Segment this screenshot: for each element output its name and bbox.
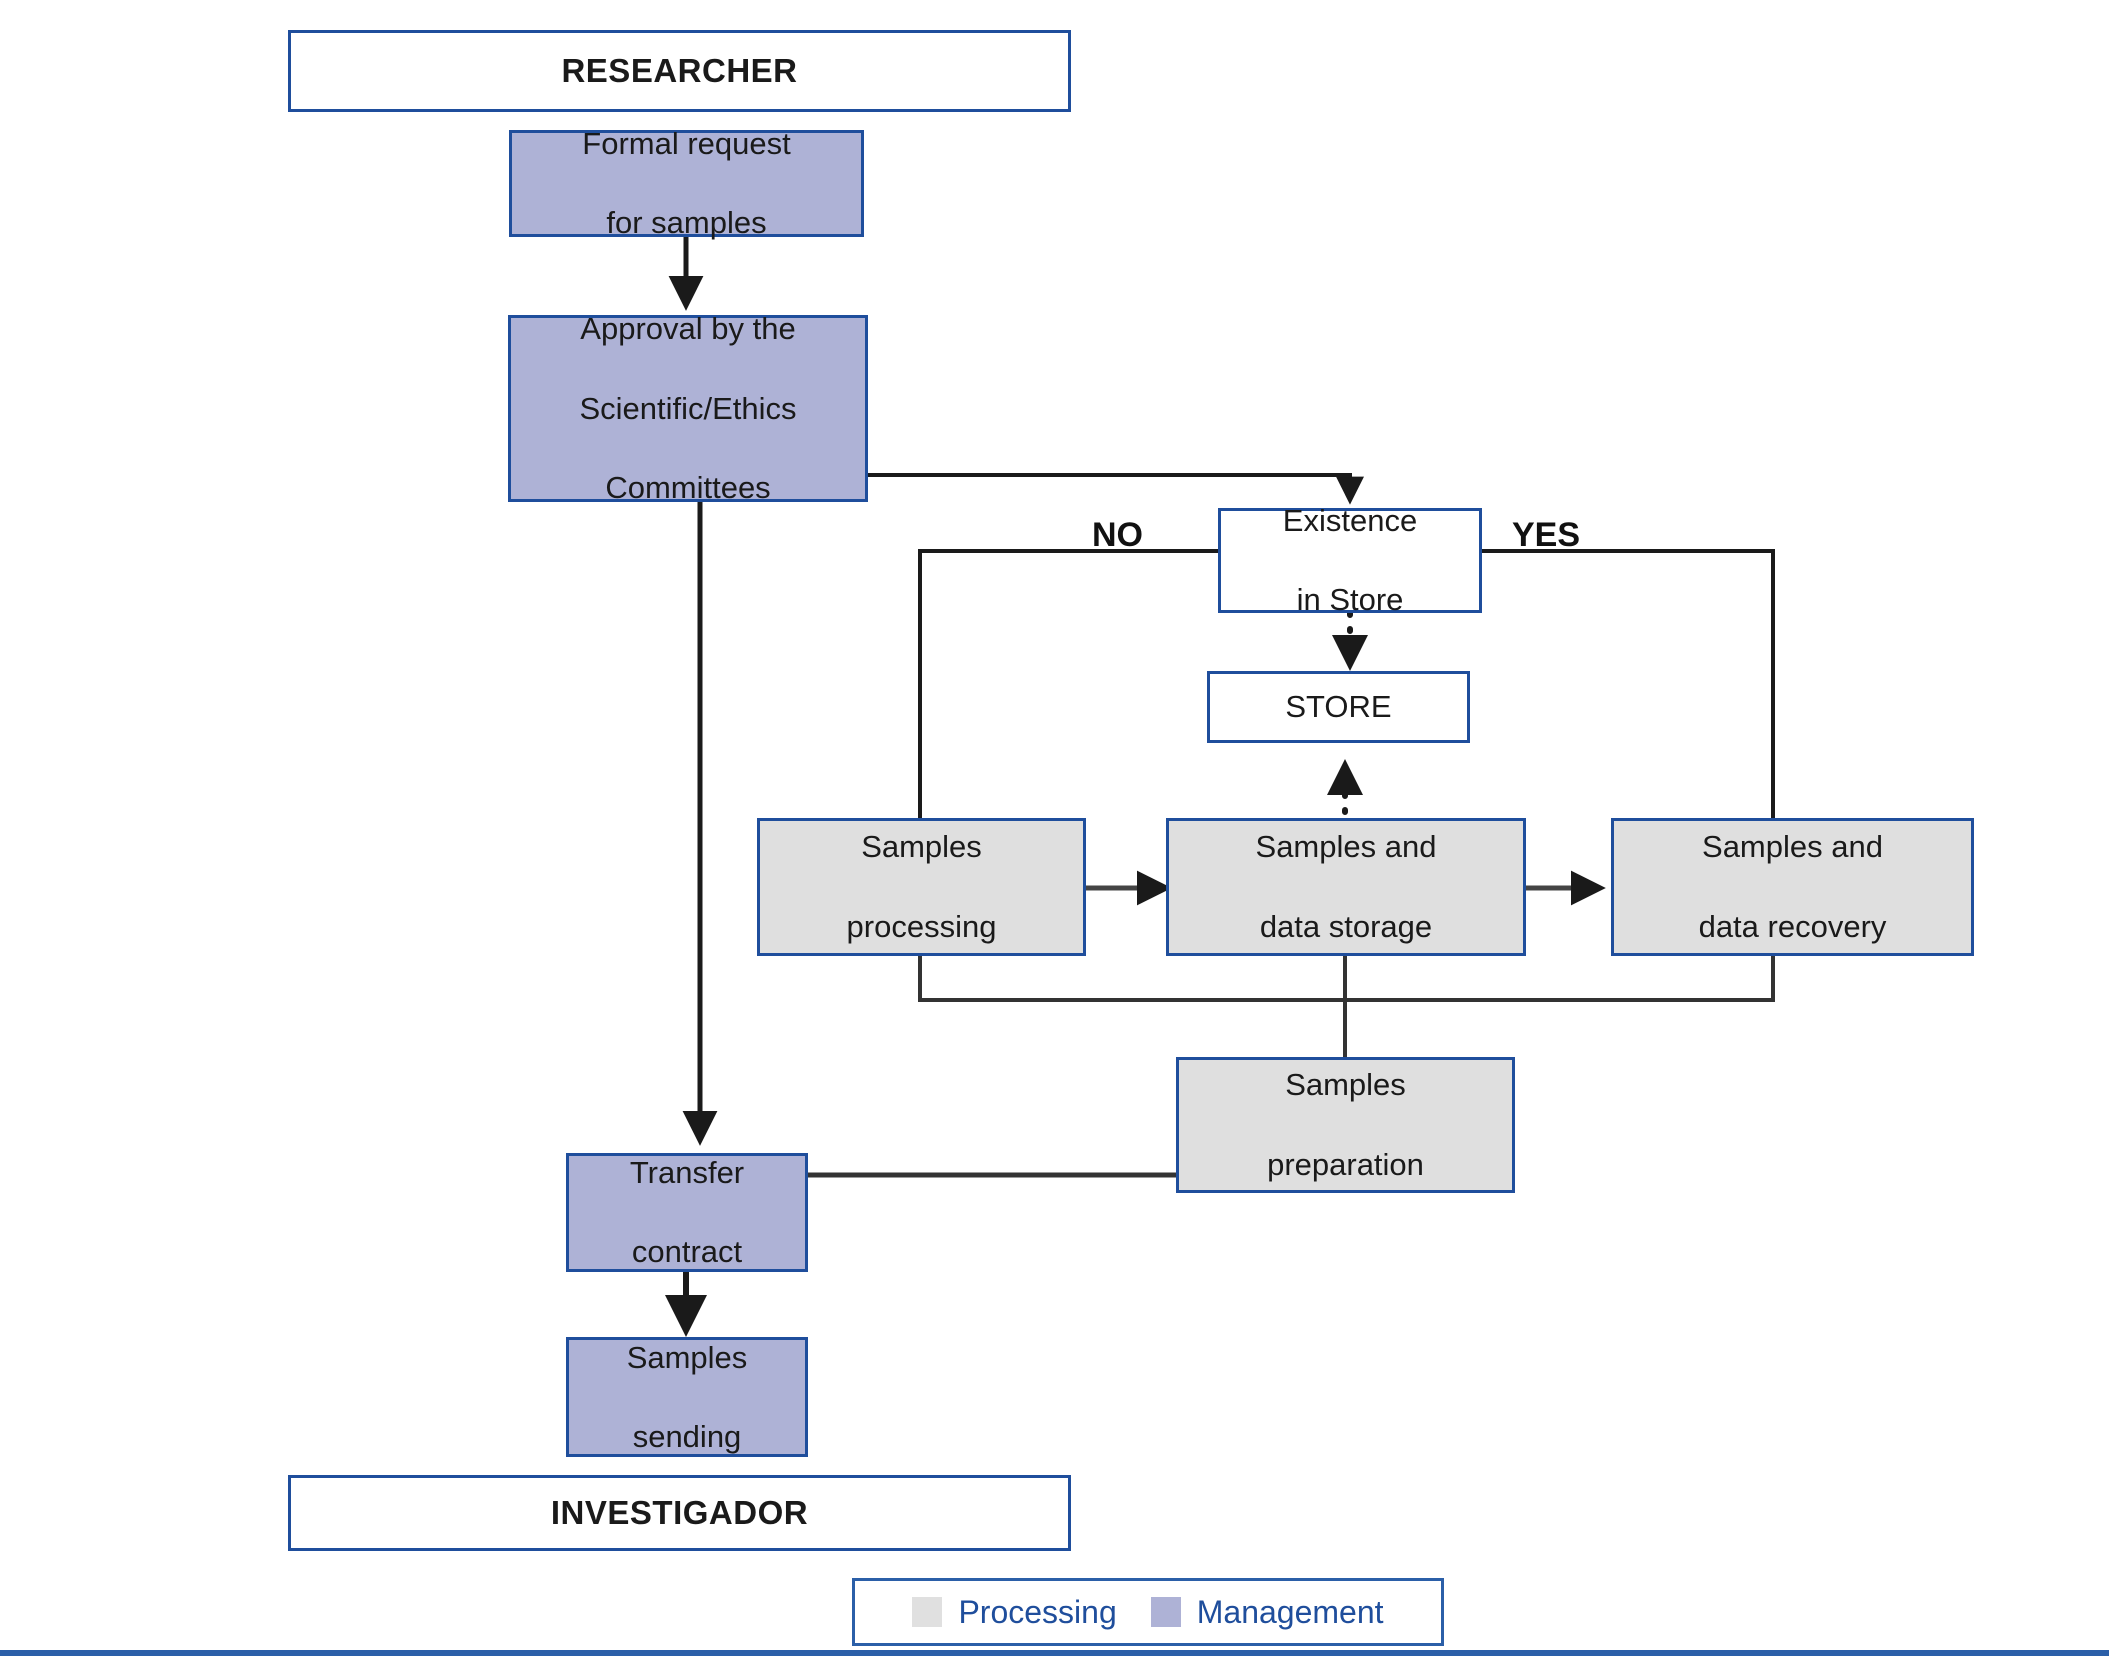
- samples-preparation-line-1: Samples: [1285, 1067, 1406, 1103]
- node-existence-in-store[interactable]: Existence in Store: [1218, 503, 1482, 617]
- edge-label-yes: YES: [1512, 516, 1580, 555]
- node-formal-request[interactable]: Formal request for samples: [509, 126, 864, 240]
- bottom-divider: [0, 1650, 2109, 1656]
- edge-label-yes-text: YES: [1512, 516, 1581, 554]
- actor-investigador-label: INVESTIGADOR: [550, 1493, 809, 1531]
- node-samples-sending[interactable]: Samples sending: [566, 1337, 808, 1457]
- approval-line-3: Committees: [605, 470, 771, 506]
- node-samples-and-data-recovery[interactable]: Samples and data recovery: [1611, 818, 1974, 956]
- samples-data-recovery-line-2: data recovery: [1698, 908, 1887, 944]
- node-transfer-contract-label: Transfer contract: [569, 1153, 805, 1272]
- samples-processing-line-1: Samples: [861, 829, 982, 865]
- node-samples-preparation[interactable]: Samples preparation: [1176, 1057, 1515, 1193]
- edge-approval-to-existence: [868, 473, 1364, 505]
- node-samples-data-recovery-label: Samples and data recovery: [1614, 827, 1971, 946]
- node-store-label: STORE: [1285, 689, 1392, 725]
- actor-researcher-label: RESEARCHER: [561, 51, 798, 89]
- samples-preparation-line-2: preparation: [1267, 1146, 1424, 1182]
- node-existence-label: Existence in Store: [1221, 501, 1479, 620]
- samples-data-storage-line-1: Samples and: [1255, 829, 1437, 865]
- legend-swatch-management-icon: [1150, 1597, 1181, 1627]
- legend-label-processing: Processing: [958, 1593, 1117, 1630]
- formal-request-line-1: Formal request: [582, 126, 791, 161]
- samples-sending-line-1: Samples: [626, 1339, 748, 1375]
- approval-line-1: Approval by the: [580, 311, 796, 347]
- legend-item-management: Management: [1150, 1593, 1384, 1631]
- samples-data-storage-line-2: data storage: [1259, 908, 1433, 944]
- legend-item-processing: Processing: [912, 1593, 1117, 1631]
- edge-yes-branch: [1482, 549, 1775, 818]
- legend-swatch-processing-icon: [912, 1597, 943, 1627]
- node-samples-processing-label: Samples processing: [760, 827, 1083, 946]
- node-samples-preparation-label: Samples preparation: [1179, 1065, 1512, 1184]
- node-transfer-contract[interactable]: Transfer contract: [566, 1153, 808, 1272]
- samples-processing-line-2: processing: [846, 908, 997, 944]
- edge-no-branch: [918, 549, 1218, 818]
- node-formal-request-label: Formal request for samples: [512, 124, 861, 243]
- actor-researcher: RESEARCHER: [288, 30, 1071, 112]
- node-approval-label: Approval by the Scientific/Ethics Commit…: [511, 309, 865, 507]
- node-approval[interactable]: Approval by the Scientific/Ethics Commit…: [508, 311, 868, 505]
- node-samples-and-data-storage[interactable]: Samples and data storage: [1166, 818, 1526, 956]
- node-samples-sending-label: Samples sending: [569, 1338, 805, 1457]
- approval-line-2: Scientific/Ethics: [579, 390, 797, 426]
- formal-request-line-2: for samples: [606, 205, 767, 241]
- edge-bottom-loop: [918, 956, 1775, 1002]
- node-samples-processing[interactable]: Samples processing: [757, 818, 1086, 956]
- edge-label-no-text: NO: [1092, 516, 1143, 554]
- samples-sending-line-2: sending: [632, 1418, 742, 1454]
- legend-label-management: Management: [1196, 1593, 1384, 1630]
- transfer-contract-line-1: Transfer: [629, 1155, 745, 1190]
- actor-investigador: INVESTIGADOR: [288, 1475, 1071, 1551]
- samples-data-recovery-line-1: Samples and: [1702, 829, 1883, 865]
- legend: Processing Management: [852, 1578, 1444, 1646]
- existence-line-1: Existence: [1282, 503, 1418, 538]
- edge-label-no: NO: [1092, 516, 1143, 555]
- existence-line-2: in Store: [1296, 582, 1404, 618]
- node-store[interactable]: STORE: [1207, 671, 1470, 743]
- node-samples-data-storage-label: Samples and data storage: [1169, 827, 1523, 946]
- transfer-contract-line-2: contract: [631, 1234, 743, 1270]
